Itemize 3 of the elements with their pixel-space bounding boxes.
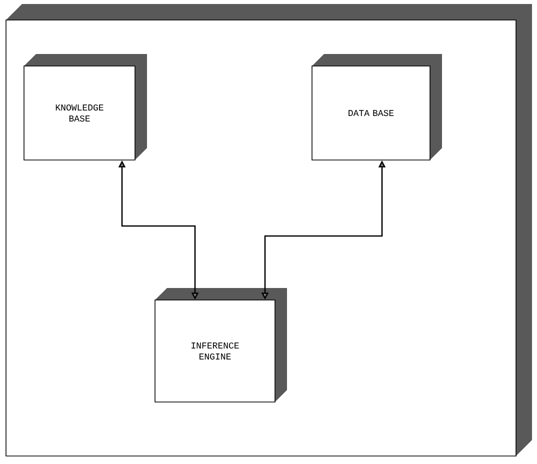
block-box: KNOWLEDGE BASE <box>24 54 147 160</box>
block-box: INFERENCE ENGINE <box>154 288 287 402</box>
block-box: DATA BASE <box>312 54 442 160</box>
